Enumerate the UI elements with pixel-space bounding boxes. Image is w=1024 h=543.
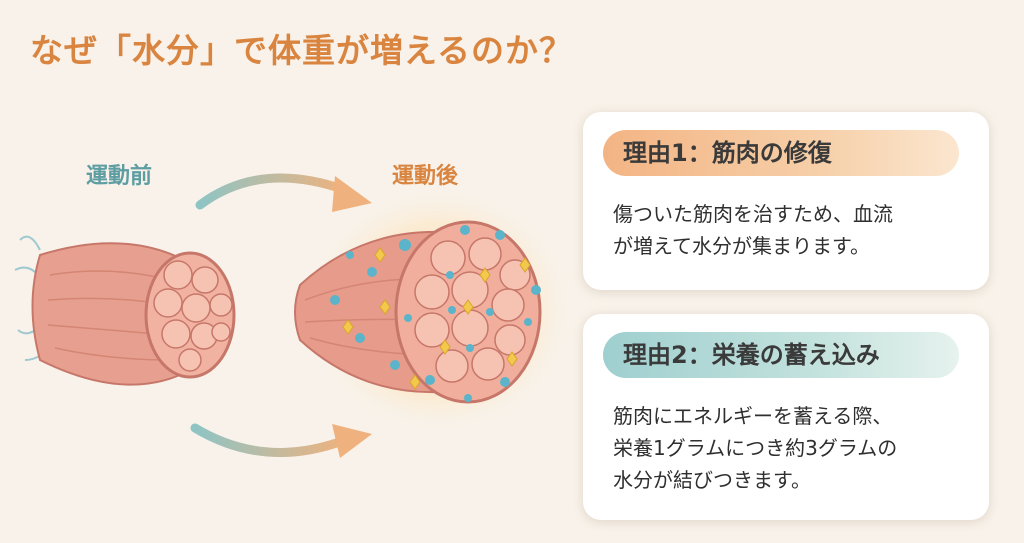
reason-heading-1: 理由1：筋肉の修復: [603, 130, 959, 176]
reason-card-1: 理由1：筋肉の修復 傷ついた筋肉を治すため、血流 が増えて水分が集まります。: [583, 112, 989, 290]
muscle-illustration: [14, 173, 575, 458]
water-drop-icon: [330, 225, 541, 402]
after-label: 運動後: [392, 164, 459, 189]
reason-heading-2: 理由2：栄養の蓄え込み: [603, 332, 959, 378]
reason-body-1: 傷ついた筋肉を治すため、血流 が増えて水分が集まります。: [613, 198, 973, 262]
reason-2-line-1: 筋肉にエネルギーを蓄える際、: [613, 404, 893, 428]
reason-2-line-2: 栄養1グラムにつき約3グラムの: [613, 436, 898, 460]
muscle-after-icon: [294, 185, 575, 435]
page-title: なぜ「水分」で体重が増えるのか？: [30, 31, 574, 70]
muscle-before-icon: [14, 235, 236, 386]
arrow-icon-top: [195, 173, 372, 212]
reason-2-line-3: 水分が結びつきます。: [613, 468, 811, 492]
glycogen-diamond-icon: [342, 247, 531, 390]
reason-card-2: 理由2：栄養の蓄え込み 筋肉にエネルギーを蓄える際、 栄養1グラムにつき約3グラ…: [583, 314, 989, 520]
before-label: 運動前: [86, 164, 153, 189]
reason-1-line-2: が増えて水分が集まります。: [613, 234, 870, 258]
reason-body-2: 筋肉にエネルギーを蓄える際、 栄養1グラムにつき約3グラムの 水分が結びつきます…: [613, 400, 973, 496]
reason-1-line-1: 傷ついた筋肉を治すため、血流: [613, 202, 893, 226]
arrow-icon-bottom: [190, 423, 372, 458]
